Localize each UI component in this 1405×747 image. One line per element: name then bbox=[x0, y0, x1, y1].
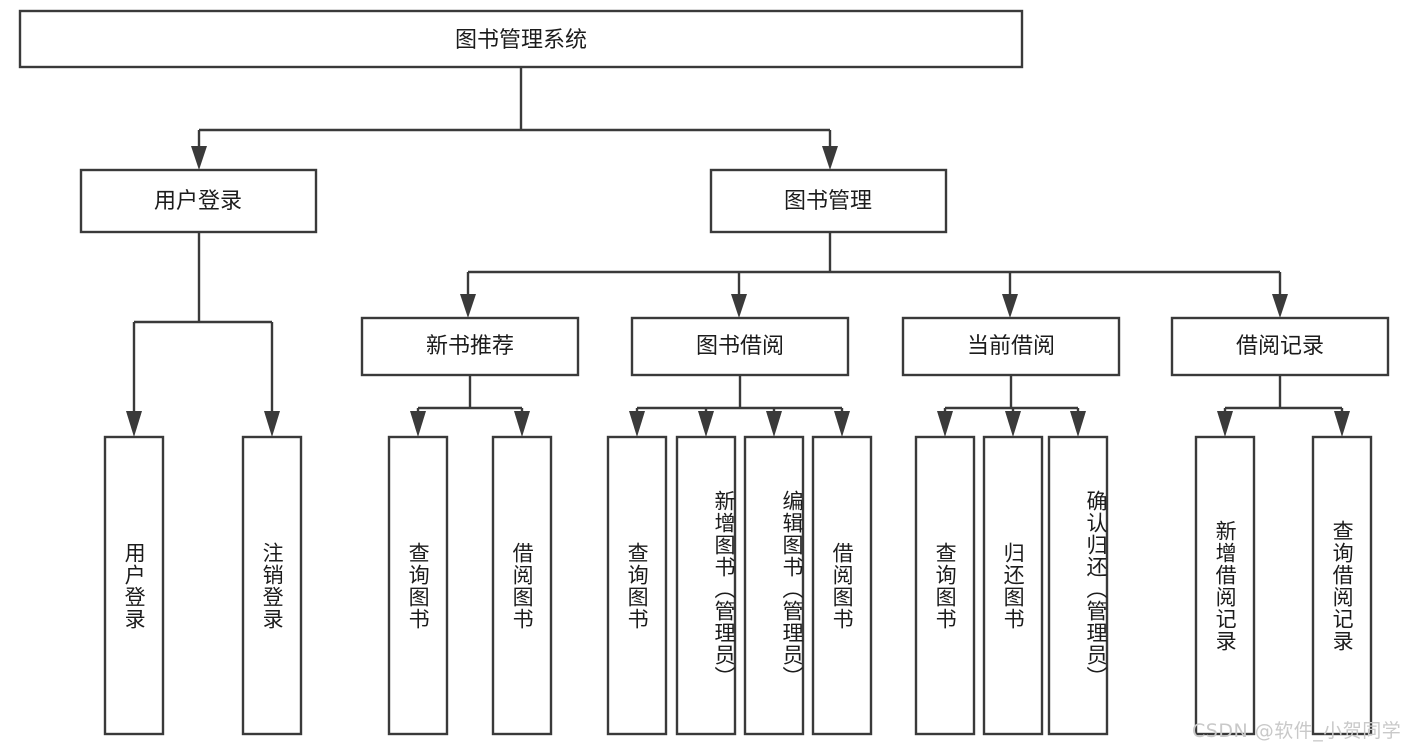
arrow-head-leaf-borrow-book-2 bbox=[834, 411, 850, 437]
arrow-head-leaf-borrow-book-1 bbox=[514, 411, 530, 437]
node-user-login-box[interactable] bbox=[79, 168, 318, 234]
connector-group-book-borrow bbox=[629, 375, 850, 437]
connector-group-book-manage bbox=[460, 232, 1288, 318]
node-current-borrow[interactable]: 当前借阅 bbox=[901, 316, 1121, 377]
node-current-borrow-label: 当前借阅 bbox=[967, 334, 1055, 359]
arrow-head-leaf-user-login bbox=[126, 411, 142, 437]
node-leaf-add-book-box[interactable] bbox=[675, 435, 737, 736]
node-user-login[interactable]: 用户登录 bbox=[79, 168, 318, 234]
node-new-book-rec[interactable]: 新书推荐 bbox=[360, 316, 580, 377]
node-leaf-return-book-box[interactable] bbox=[982, 435, 1044, 736]
arrow-head-borrow-record bbox=[1272, 294, 1288, 318]
connector-group-new-book-rec bbox=[410, 375, 530, 437]
arrow-head-leaf-return-book bbox=[1005, 411, 1021, 437]
node-leaf-user-login-box[interactable] bbox=[103, 435, 165, 736]
watermark-text: CSDN @软件_小贺同学 bbox=[1192, 720, 1402, 742]
node-leaf-borrow-book-1-box[interactable] bbox=[491, 435, 553, 736]
node-book-manage-label: 图书管理 bbox=[784, 189, 872, 214]
node-root-label: 图书管理系统 bbox=[455, 28, 587, 53]
node-book-borrow[interactable]: 图书借阅 bbox=[630, 316, 850, 377]
arrow-head-leaf-query-book-1 bbox=[410, 411, 426, 437]
arrow-head-user-login bbox=[191, 146, 207, 170]
arrow-head-leaf-add-book bbox=[698, 411, 714, 437]
node-root[interactable]: 图书管理系统 bbox=[18, 9, 1024, 69]
node-borrow-record-label: 借阅记录 bbox=[1236, 334, 1324, 359]
node-leaf-query-book-1-box[interactable] bbox=[387, 435, 449, 736]
node-borrow-record-box[interactable] bbox=[1170, 316, 1390, 377]
arrow-head-leaf-query-record bbox=[1334, 411, 1350, 437]
node-book-borrow-box[interactable] bbox=[630, 316, 850, 377]
node-leaf-edit-book-box[interactable] bbox=[743, 435, 805, 736]
node-leaf-confirm-return-box[interactable] bbox=[1047, 435, 1109, 736]
node-leaf-query-book-2-box[interactable] bbox=[606, 435, 668, 736]
arrow-head-new-book-rec bbox=[460, 294, 476, 318]
arrow-head-current-borrow bbox=[1002, 294, 1018, 318]
arrow-head-leaf-add-record bbox=[1217, 411, 1233, 437]
leaf-boxes bbox=[103, 435, 1373, 736]
connector-group-root bbox=[191, 67, 838, 170]
node-borrow-record[interactable]: 借阅记录 bbox=[1170, 316, 1390, 377]
node-leaf-query-record-box[interactable] bbox=[1311, 435, 1373, 736]
connector-group-user-login bbox=[126, 232, 280, 437]
node-book-manage-box[interactable] bbox=[709, 168, 948, 234]
node-root-box[interactable] bbox=[18, 9, 1024, 69]
arrow-head-leaf-logout bbox=[264, 411, 280, 437]
node-leaf-borrow-book-2-box[interactable] bbox=[811, 435, 873, 736]
connector-group-borrow-record bbox=[1217, 375, 1350, 437]
arrow-head-leaf-query-book-3 bbox=[937, 411, 953, 437]
node-user-login-label: 用户登录 bbox=[154, 189, 242, 214]
node-leaf-add-record-box[interactable] bbox=[1194, 435, 1256, 736]
arrow-head-book-borrow bbox=[731, 294, 747, 318]
node-leaf-logout-box[interactable] bbox=[241, 435, 303, 736]
node-new-book-rec-box[interactable] bbox=[360, 316, 580, 377]
node-book-manage[interactable]: 图书管理 bbox=[709, 168, 948, 234]
node-book-borrow-label: 图书借阅 bbox=[696, 334, 784, 359]
arrow-head-book-manage bbox=[822, 146, 838, 170]
node-new-book-rec-label: 新书推荐 bbox=[426, 334, 514, 359]
arrow-head-leaf-confirm-return bbox=[1070, 411, 1086, 437]
connector-group-current-borrow bbox=[937, 375, 1086, 437]
node-leaf-query-book-3-box[interactable] bbox=[914, 435, 976, 736]
arrow-head-leaf-query-book-2 bbox=[629, 411, 645, 437]
node-current-borrow-box[interactable] bbox=[901, 316, 1121, 377]
arrow-head-leaf-edit-book bbox=[766, 411, 782, 437]
